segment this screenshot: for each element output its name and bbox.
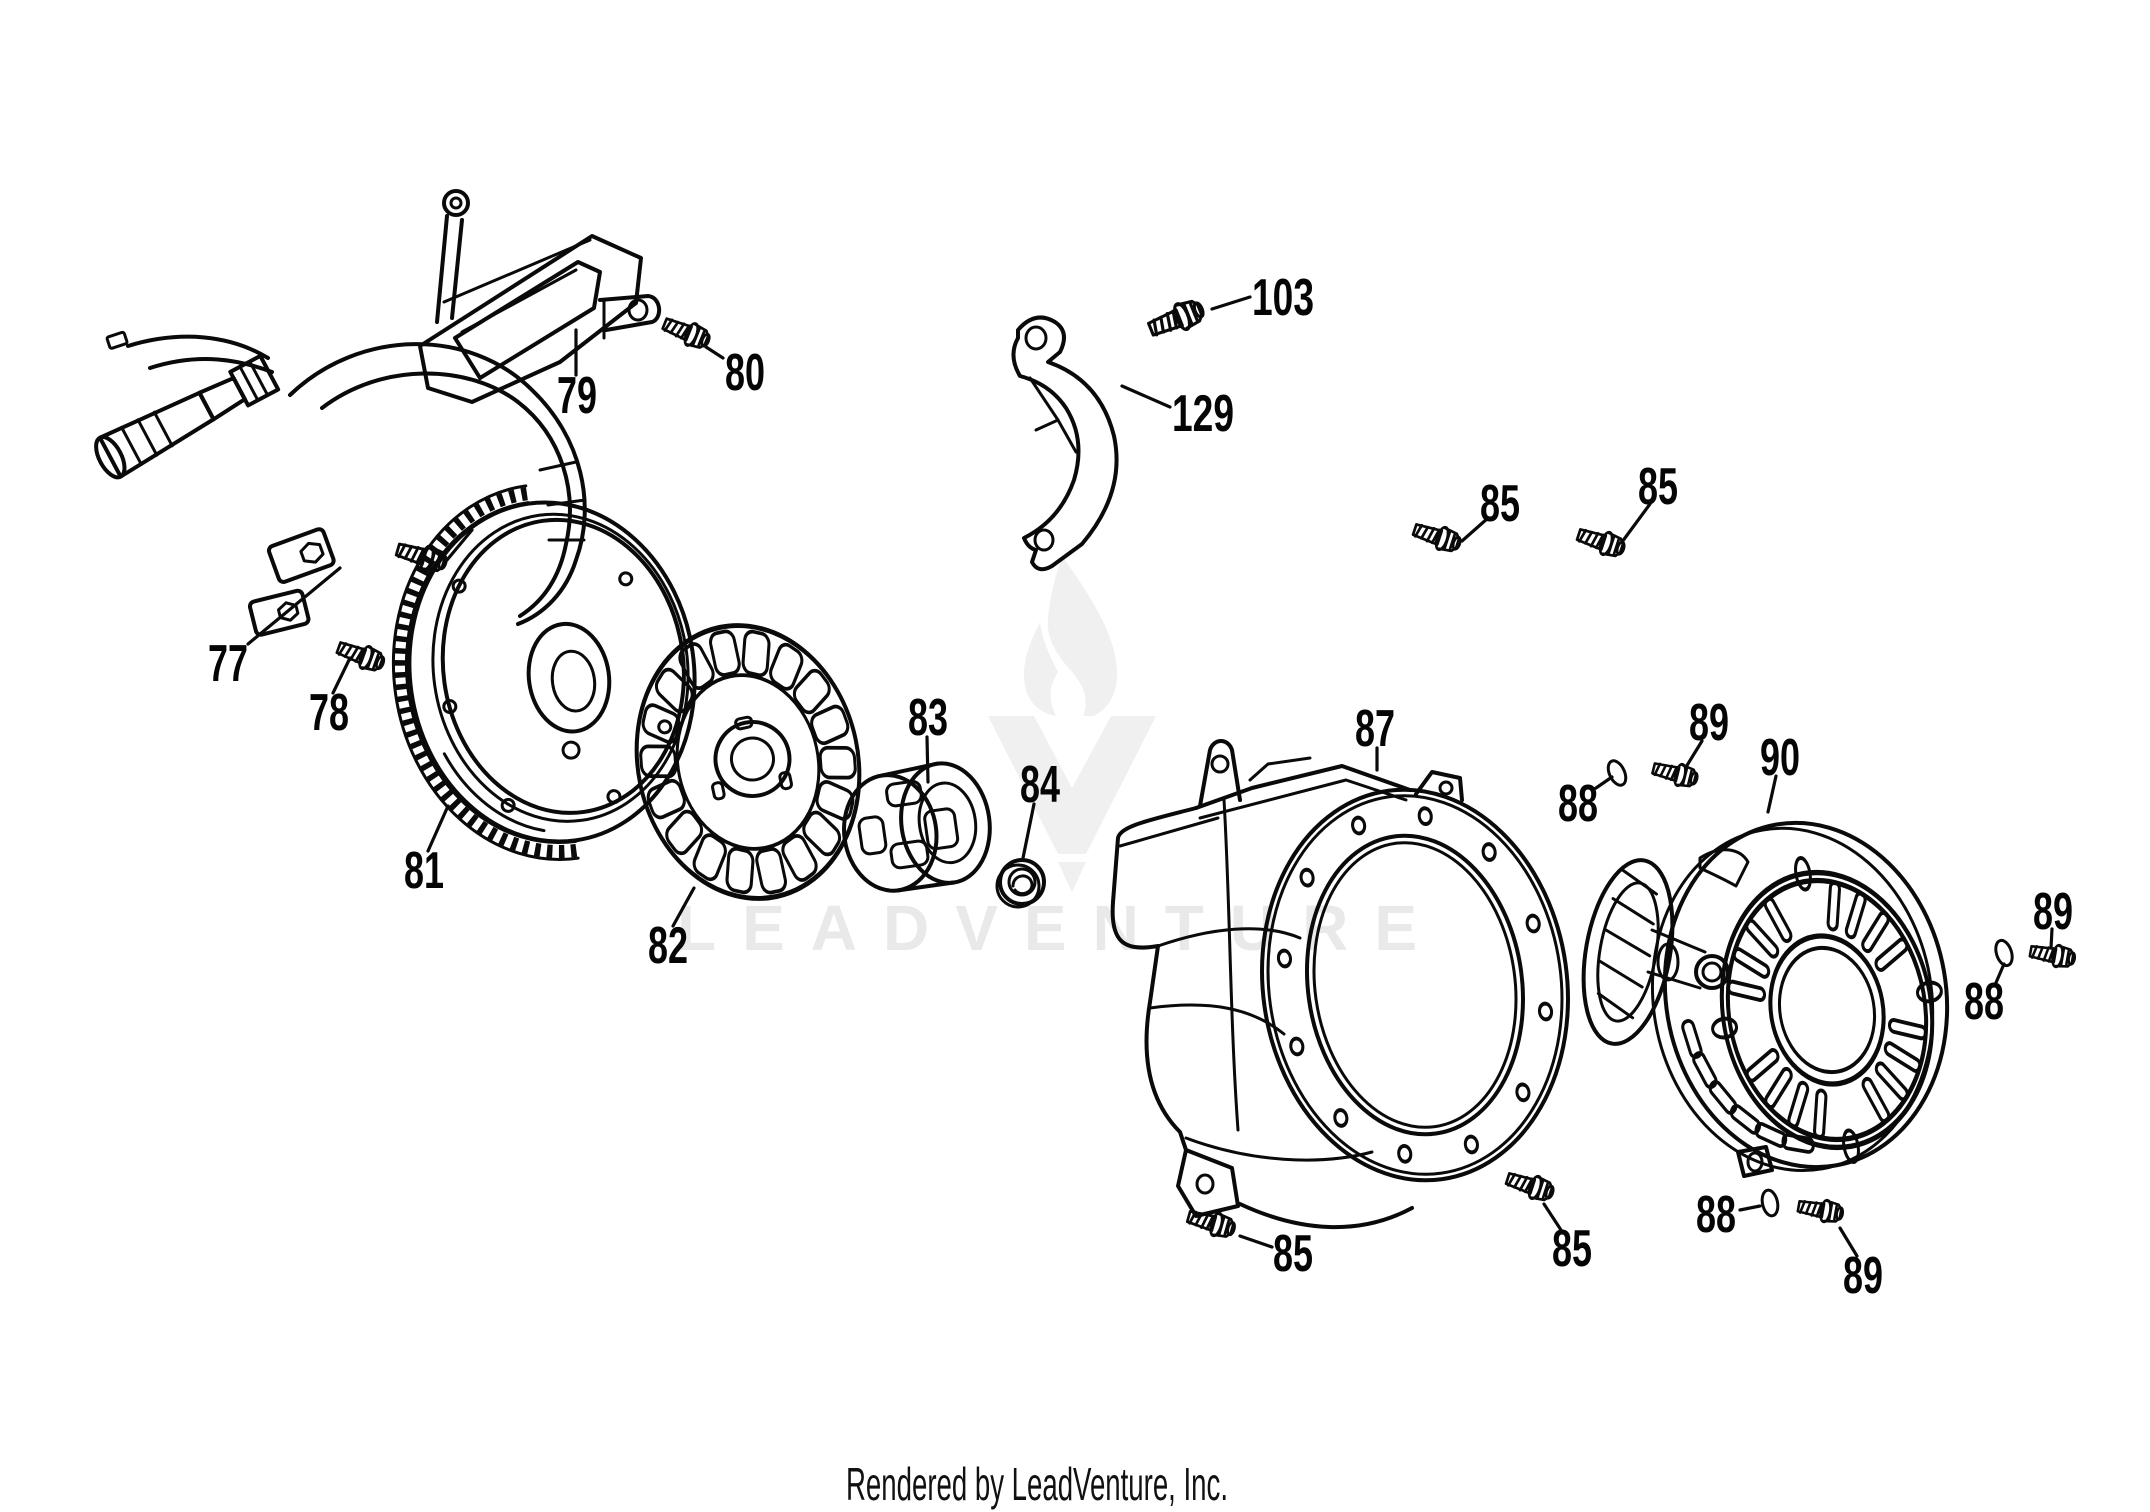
callout-85-top-left: 85 [1460,475,1520,543]
flange-nut [995,858,1046,909]
flywheel [391,484,697,861]
svg-text:89: 89 [1689,694,1729,752]
bolt-103 [1144,294,1209,344]
wire-connector [105,330,129,350]
support-bracket [1011,315,1119,572]
callout-77: 77 [208,566,342,693]
svg-text:85: 85 [1638,458,1678,516]
svg-text:88: 88 [1696,1186,1736,1244]
callout-89-right: 89 [2033,883,2073,950]
callout-78: 78 [309,656,352,742]
svg-text:89: 89 [2033,883,2073,941]
callout-88-bottom: 88 [1696,1186,1762,1244]
svg-text:79: 79 [557,367,597,425]
svg-text:85: 85 [1552,1220,1592,1278]
callout-82: 82 [648,886,696,975]
flywheel-bolt [392,536,451,577]
svg-text:103: 103 [1252,269,1314,327]
screw-85-top-left [1409,517,1465,557]
v-mark-icon [988,716,1156,892]
svg-text:81: 81 [404,842,444,900]
callout-89-upper: 89 [1684,694,1729,769]
svg-text:84: 84 [1020,756,1060,814]
leadventure-watermark: LEADVENTURE [677,556,1443,964]
svg-text:87: 87 [1355,700,1395,758]
callout-90: 90 [1760,729,1800,814]
callout-87: 87 [1355,700,1395,772]
flame-icon [1023,556,1118,720]
callouts: 79 80 103 129 77 78 81 82 [208,269,2073,1305]
svg-text:85: 85 [1273,1225,1313,1283]
callout-88-upper: 88 [1558,775,1614,833]
svg-text:82: 82 [648,917,688,975]
callout-79: 79 [557,328,597,425]
footer-credit: Rendered by LeadVenture, Inc. [846,1458,1228,1510]
callout-83: 83 [908,689,948,784]
svg-text:88: 88 [1558,775,1598,833]
ignition-coil [94,330,587,637]
screw-85-top-right [1573,522,1629,562]
callout-81: 81 [404,804,450,900]
screw-89-bottom [1795,1194,1846,1227]
callout-88-right: 88 [1964,962,2006,1031]
starter-pulley [1581,858,1730,1046]
starter-cup [842,761,992,893]
svg-text:88: 88 [1964,973,2004,1031]
heat-shield-bracket [418,189,661,404]
svg-text:90: 90 [1760,729,1800,787]
spark-plug-boot [94,353,281,480]
coil-mount-tab [266,527,336,584]
cooling-fan [634,623,862,901]
callout-85-bottom-left: 85 [1238,1225,1313,1283]
callout-80: 80 [704,344,765,402]
recoil-starter [1650,820,1950,1178]
callout-129: 129 [1120,384,1234,443]
screw-78 [333,635,389,677]
callout-85-bottom-mid: 85 [1542,1202,1592,1278]
screw-89-upper [1649,756,1701,792]
callout-85-top-right: 85 [1620,458,1678,544]
callout-84: 84 [1020,756,1060,860]
clip-88-upper [1603,756,1631,790]
svg-text:77: 77 [208,635,248,693]
coil-mount-tab [247,588,311,637]
screw-85-bottom-mid [1502,1166,1558,1206]
svg-text:80: 80 [725,344,765,402]
svg-text:78: 78 [309,684,349,742]
watermark-brand-text: LEADVENTURE [677,892,1443,964]
svg-text:83: 83 [908,689,948,747]
svg-text:85: 85 [1480,475,1520,533]
callout-103: 103 [1210,269,1314,327]
svg-text:89: 89 [1843,1247,1883,1305]
svg-text:129: 129 [1172,385,1234,443]
callout-89-bottom: 89 [1838,1226,1883,1305]
blower-housing [1110,739,1570,1229]
clip-88-bottom [1758,1187,1782,1219]
